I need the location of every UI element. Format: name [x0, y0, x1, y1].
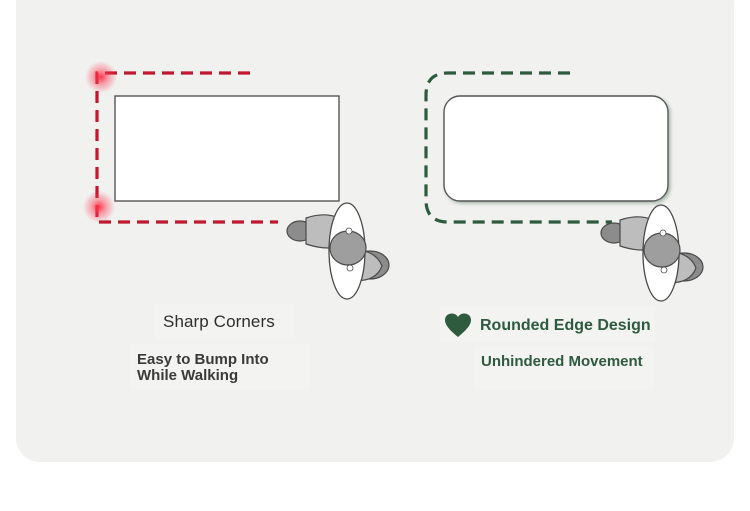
- sharp-corners-title: Sharp Corners: [163, 312, 275, 331]
- rounded-edge-description: Unhindered Movement: [481, 353, 643, 370]
- impact-glow-bottom-left: [83, 191, 115, 223]
- rounded-edge-title-row: Rounded Edge Design: [444, 312, 651, 340]
- heart-icon: [445, 313, 471, 337]
- right-title-chip: [440, 306, 655, 342]
- person-top-view-left: [286, 202, 390, 300]
- impact-glow-top-left: [85, 61, 117, 93]
- person-top-view-right: [600, 204, 704, 302]
- rounded-edge-title: Rounded Edge Design: [480, 317, 651, 334]
- left-title-chip: [155, 304, 295, 340]
- rounded-table-top: [443, 95, 669, 202]
- left-desc-chip: [130, 344, 310, 390]
- rounded-edge-dashed-outline: [424, 71, 612, 224]
- sharp-corners-description: Easy to Bump Into While Walking: [137, 351, 269, 384]
- sharp-corner-illustration: [83, 61, 390, 300]
- right-desc-chip: [474, 346, 654, 390]
- sharp-table-top: [114, 95, 340, 202]
- sharp-corner-dashed-outline: [95, 71, 278, 224]
- rounded-edge-illustration: [424, 71, 704, 302]
